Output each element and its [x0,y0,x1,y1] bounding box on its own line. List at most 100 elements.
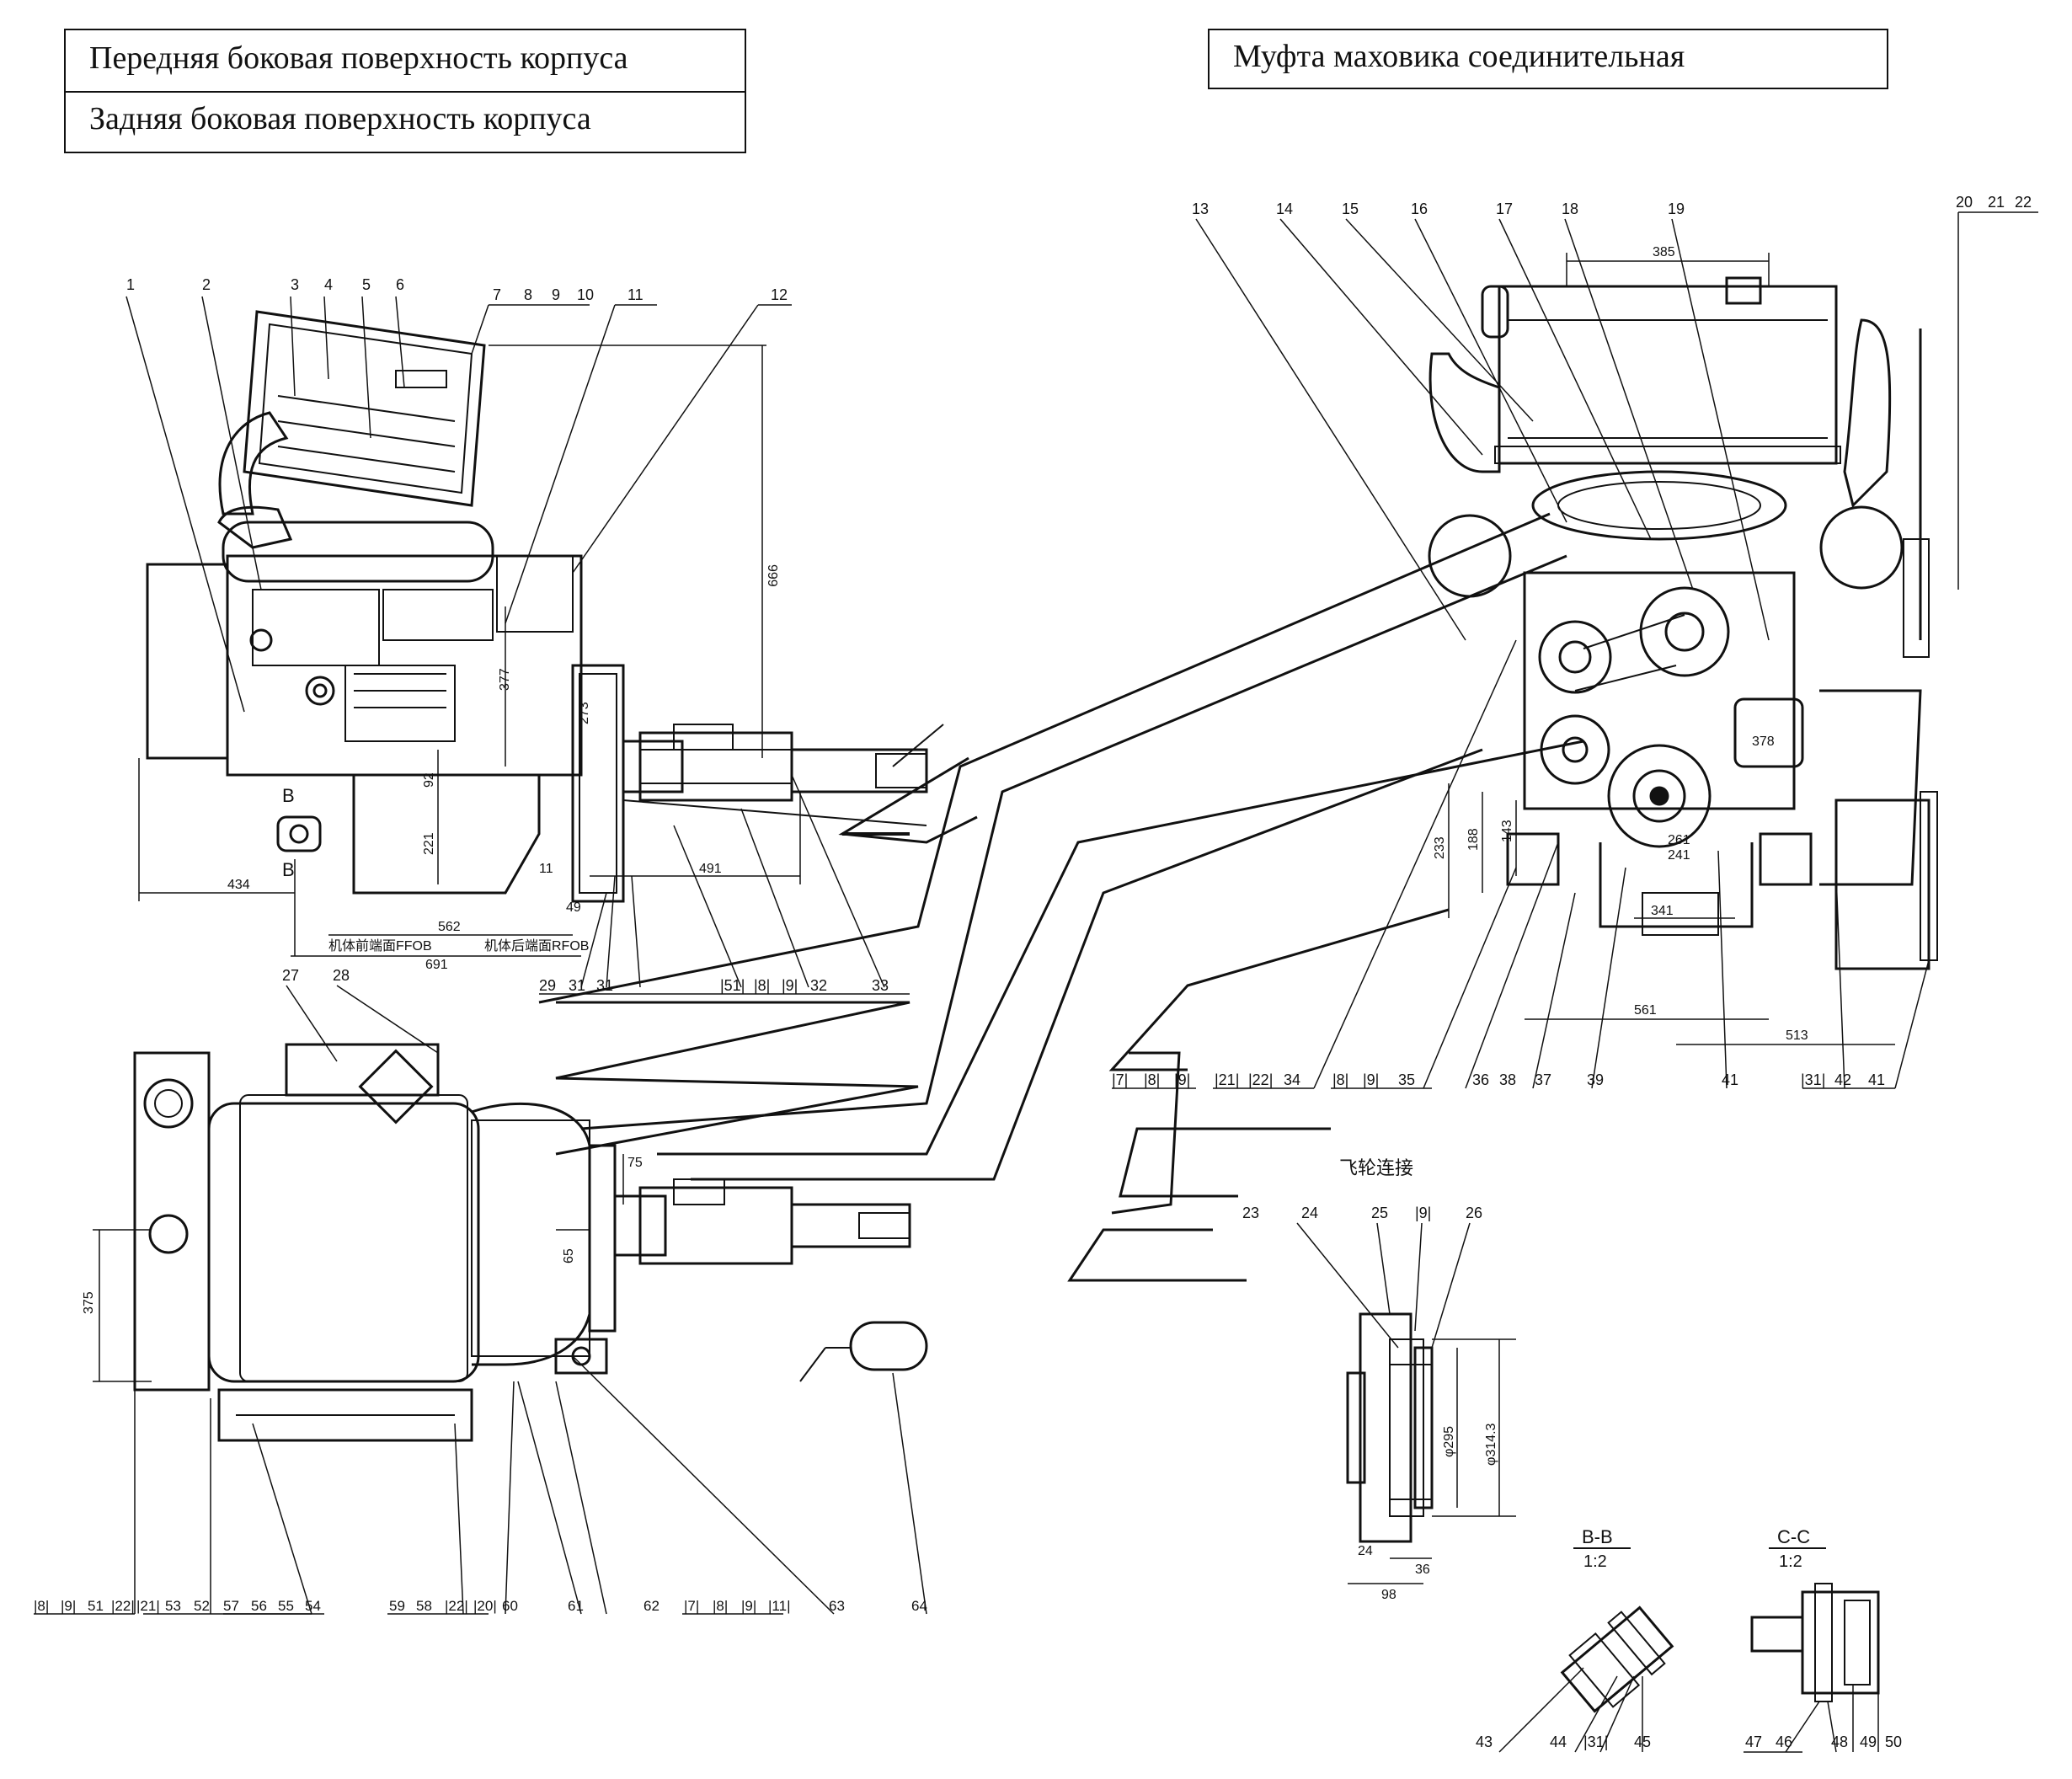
callout-4: 4 [324,276,333,293]
callout-b-20: |20| [473,1598,497,1614]
callout-b-58: 58 [416,1598,432,1614]
callout-r-36: 36 [1472,1071,1489,1088]
caption-flywheel-coupling: Муфта маховика соединительная [1233,39,1685,74]
callout-24: 24 [1301,1205,1318,1221]
callout-9: 9 [552,286,560,303]
callout-47: 47 [1745,1734,1762,1750]
callout-b-53: 53 [165,1598,181,1614]
callout-2: 2 [202,276,211,293]
section-b-scale: 1:2 [1583,1552,1607,1571]
section-c-title: C-C [1777,1526,1810,1547]
dim-691: 691 [425,958,448,972]
callout-15: 15 [1342,200,1359,217]
dim-75: 75 [627,1156,643,1170]
caption-rear-side: Задняя боковая поверхность корпуса [89,101,591,136]
callout-r-34: 34 [1284,1071,1300,1088]
dim-92: 92 [422,772,436,788]
dim-36: 36 [1415,1563,1430,1577]
callout-b-64: 64 [911,1598,927,1614]
engine-front-view [1428,276,1938,970]
callout-b-54: 54 [305,1598,321,1614]
dim-98: 98 [1381,1588,1396,1602]
caption-front-side: Передняя боковая поверхность корпуса [89,40,628,76]
callout-25: 25 [1371,1205,1388,1221]
callout-b-61: 61 [568,1598,584,1614]
callout-b-55: 55 [278,1598,294,1614]
callout-fw-9: |9| [1415,1205,1431,1221]
callout-7: 7 [493,286,501,303]
dim-188: 188 [1466,828,1481,851]
caption-box-body-sides: Передняя боковая поверхность корпуса Зад… [64,29,746,153]
flywheel-connection-label: 飞轮连接 [1339,1157,1413,1178]
callout-13: 13 [1192,200,1209,217]
callout-51: |51| [720,977,745,994]
callout-b-22: |22| [111,1598,135,1614]
callout-1: 1 [126,276,135,293]
callouts-top-view-upper: 27 28 [282,967,439,1062]
callout-9b: |9| [782,977,798,994]
section-b-title: B-B [1582,1526,1613,1547]
dim-378: 378 [1752,735,1775,749]
callout-22: 22 [2015,194,2032,211]
callout-b-9b: |9| [741,1598,756,1614]
callout-19: 19 [1668,200,1685,217]
dim-562: 562 [438,920,461,934]
section-c-scale: 1:2 [1779,1552,1802,1571]
callout-44: 44 [1550,1734,1567,1750]
callout-10: 10 [577,286,594,303]
dim-49: 49 [566,900,581,915]
engine-top-view [133,1043,928,1442]
dim-434: 434 [227,878,250,892]
callout-11: 11 [627,286,643,303]
dim-phi-314: φ314.3 [1484,1423,1498,1466]
callout-b-62: 62 [643,1598,660,1614]
callout-r-7: |7| [1112,1071,1128,1088]
callout-b-56: 56 [251,1598,267,1614]
caption-box-flywheel: Муфта маховика соединительная [1208,29,1888,89]
dim-65: 65 [562,1248,576,1263]
callouts-bottom-row: |8| |9| 51 |22| |21| 53 52 57 56 55 54 5… [34,1355,927,1615]
callout-12: 12 [771,286,788,303]
dimension-labels-side-view: 999 377 273 92 221 434 562 491 691 49 11… [227,564,779,972]
callout-b-8: |8| [34,1598,49,1614]
dim-341: 341 [1651,904,1674,918]
callout-5: 5 [362,276,371,293]
section-c-c: C-C 1:2 47 46 48 49 50 [1744,1526,1902,1753]
callout-49: 49 [1860,1734,1877,1750]
flywheel-connection-detail: 飞轮连接 φ295 φ314.3 24 98 36 [1242,1157,1516,1602]
callout-b-22b: |22| [445,1598,468,1614]
callout-6: 6 [396,276,404,293]
callout-b-59: 59 [389,1598,405,1614]
dim-385: 385 [1653,245,1675,259]
rear-plane-label: 机体后端面RFOB [484,938,589,954]
dim-999: 999 [765,564,779,587]
callout-27: 27 [282,967,299,984]
dim-375: 375 [82,1291,96,1314]
callout-r-21: |21| [1215,1071,1239,1088]
callout-b-63: 63 [829,1598,845,1614]
callout-8: 8 [524,286,532,303]
callouts-front-view-top: 13 14 15 16 17 18 19 20 21 22 [1192,194,2038,641]
callout-18: 18 [1562,200,1578,217]
callout-r-9b: |9| [1363,1071,1379,1088]
callout-48: 48 [1831,1734,1848,1750]
dim-24: 24 [1358,1544,1373,1558]
caption-divider [66,91,745,93]
callout-16: 16 [1411,200,1428,217]
callout-26: 26 [1466,1205,1482,1221]
callout-r-39: 39 [1587,1071,1604,1088]
callout-r-8: |8| [1144,1071,1160,1088]
callout-29: 29 [539,977,556,994]
section-mark-b-bottom: B [282,859,295,880]
callout-r-37: 37 [1535,1071,1551,1088]
callout-20: 20 [1956,194,1973,211]
dim-561: 561 [1634,1003,1657,1018]
callouts-side-view: 1 2 3 4 5 6 7 8 9 10 11 12 [125,276,792,713]
callout-33: 33 [872,977,889,994]
callout-r-22: |22| [1248,1071,1273,1088]
dim-377: 377 [498,668,512,691]
callout-r-8b: |8| [1332,1071,1348,1088]
dim-241: 241 [1668,848,1690,863]
callout-r-41b: 41 [1868,1071,1885,1088]
